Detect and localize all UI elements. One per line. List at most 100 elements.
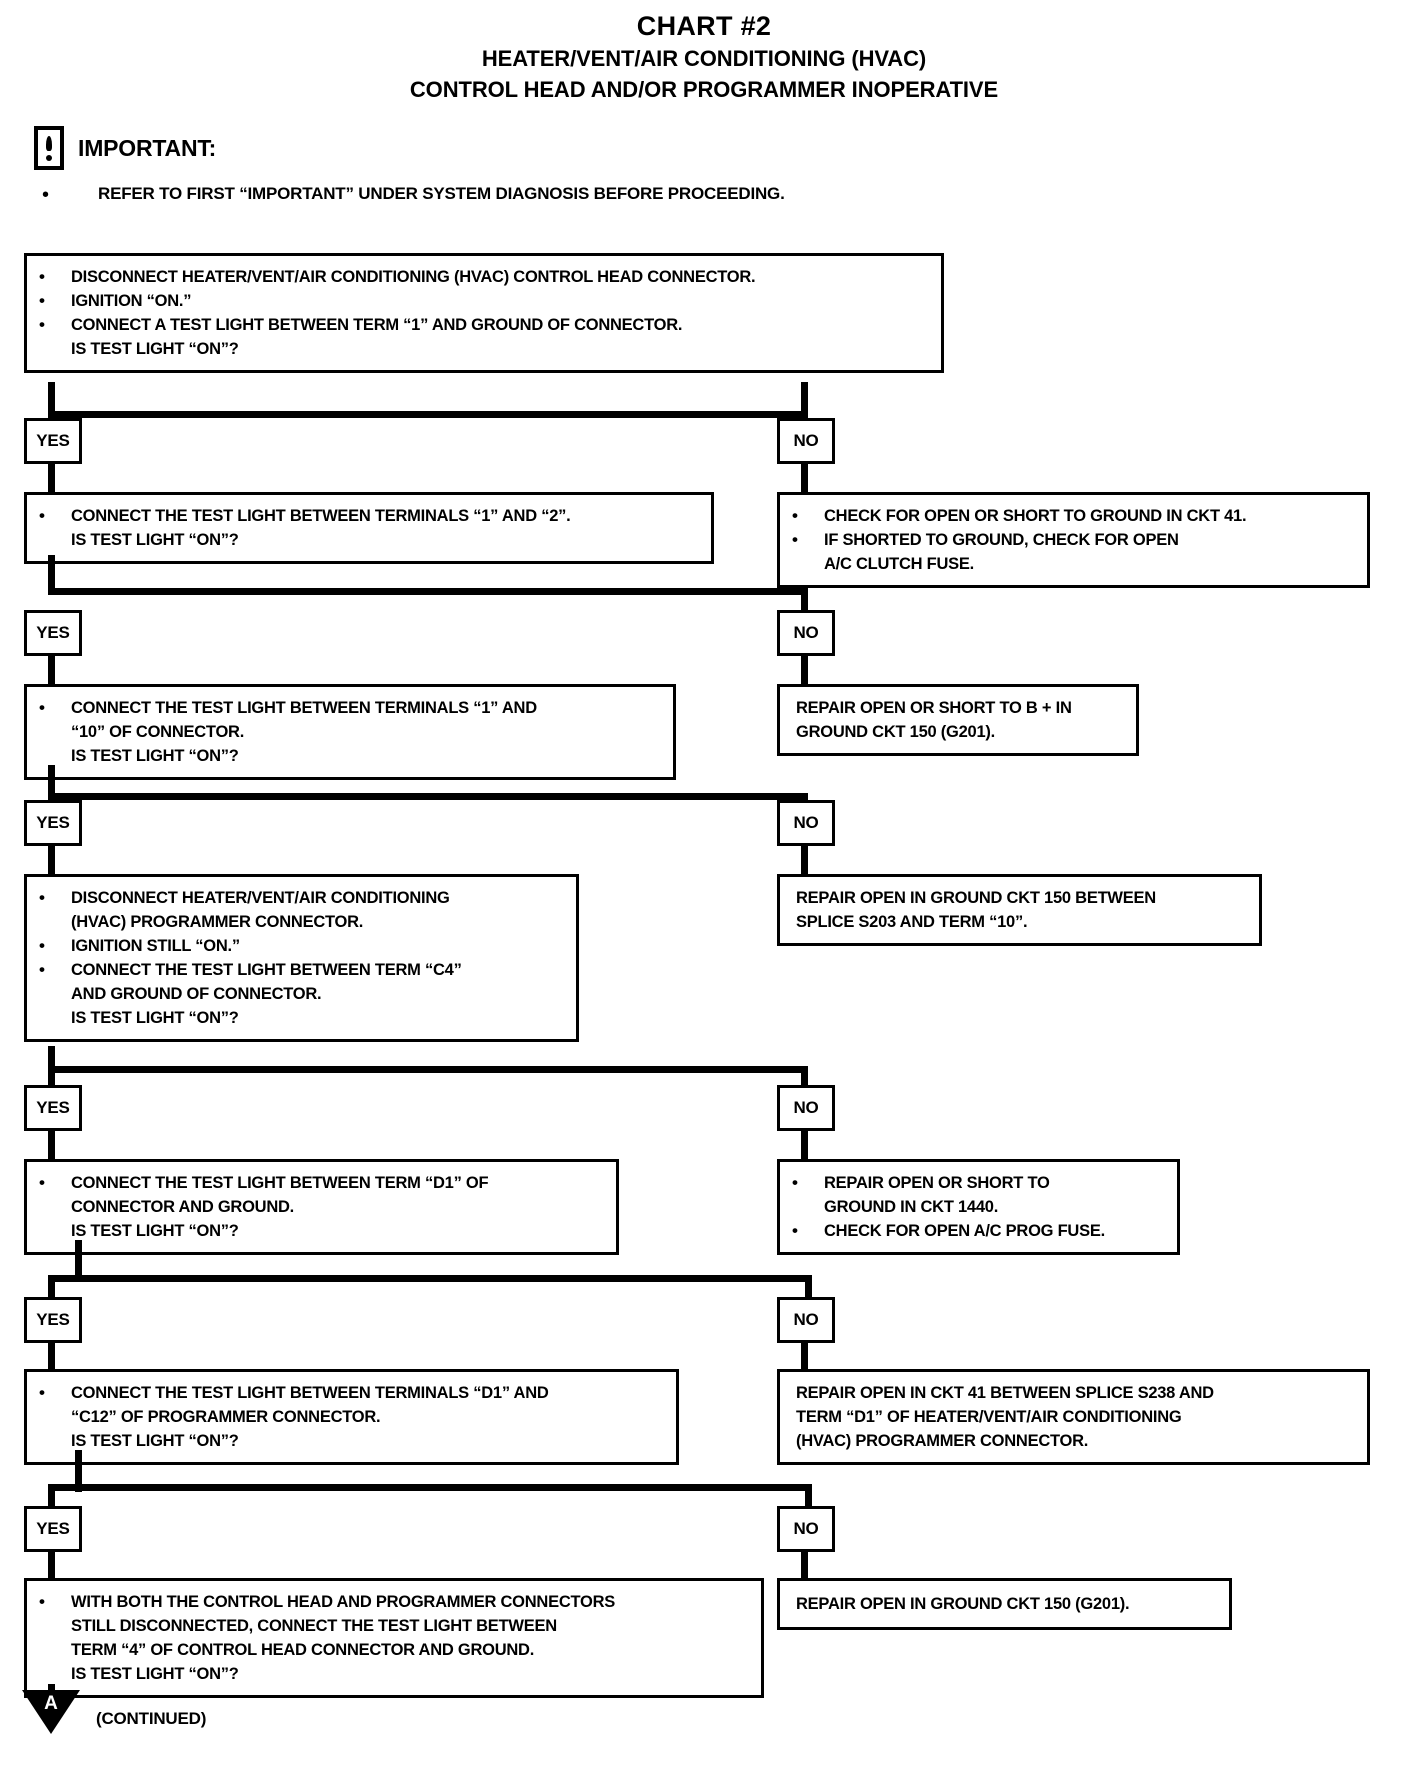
branch-label: YES xyxy=(36,1098,70,1117)
connector-across xyxy=(48,411,808,418)
bullet-spacer xyxy=(39,1429,71,1453)
bullet-spacer xyxy=(39,528,71,552)
connector-down xyxy=(48,654,55,686)
list-item: REPAIR OPEN IN GROUND CKT 150 BETWEEN xyxy=(792,886,1249,910)
step-text: IS TEST LIGHT “ON”? xyxy=(71,1665,239,1684)
bullet-spacer xyxy=(39,982,71,1006)
bullet-icon: • xyxy=(39,315,45,335)
branch-label: YES xyxy=(36,623,70,642)
result-3-list: REPAIR OPEN IN GROUND CKT 150 BETWEEN SP… xyxy=(792,886,1249,934)
connector-down xyxy=(801,1550,808,1580)
step-1-list: • DISCONNECT HEATER/VENT/AIR CONDITIONING… xyxy=(39,265,931,361)
list-item: IS TEST LIGHT “ON”? xyxy=(39,337,931,361)
list-item: IS TEST LIGHT “ON”? xyxy=(39,1429,666,1453)
result-text: CHECK FOR OPEN OR SHORT TO GROUND IN CKT… xyxy=(824,507,1247,525)
exclamation-dot xyxy=(46,154,52,161)
list-item: SPLICE S203 AND TERM “10”. xyxy=(792,910,1249,934)
step-text: “C12” OF PROGRAMMER CONNECTOR. xyxy=(71,1408,381,1427)
bullet-icon: • xyxy=(39,936,45,956)
bullet-spacer xyxy=(792,1195,824,1219)
connector-across xyxy=(48,1484,82,1491)
connector-across xyxy=(75,1484,812,1491)
result-5-list: REPAIR OPEN IN CKT 41 BETWEEN SPLICE S23… xyxy=(792,1381,1357,1453)
list-item: REPAIR OPEN OR SHORT TO B + IN xyxy=(792,696,1126,720)
list-item: TERM “D1” OF HEATER/VENT/AIR CONDITIONIN… xyxy=(792,1405,1357,1429)
branch-yes-3: YES xyxy=(24,800,82,846)
step-text: IS TEST LIGHT “ON”? xyxy=(71,747,239,766)
connector-down xyxy=(48,844,55,876)
chart-header: CHART #2 HEATER/VENT/AIR CONDITIONING (H… xyxy=(0,0,1408,104)
result-6-list: REPAIR OPEN IN GROUND CKT 150 (G201). xyxy=(792,1592,1219,1616)
connector-down xyxy=(801,844,808,876)
step-text: CONNECT A TEST LIGHT BETWEEN TERM “1” AN… xyxy=(71,316,683,335)
connector-down xyxy=(801,588,808,610)
bullet-icon: • xyxy=(39,960,45,980)
continue-triangle-icon: A xyxy=(22,1690,80,1734)
step-text: “10” OF CONNECTOR. xyxy=(71,723,245,742)
exclamation-stem xyxy=(46,135,52,151)
list-item: CONNECTOR AND GROUND. xyxy=(39,1195,606,1219)
bullet-spacer xyxy=(792,552,824,576)
bullet-spacer xyxy=(39,1662,71,1686)
step-text: (HVAC) PROGRAMMER CONNECTOR. xyxy=(71,913,364,932)
connector-down xyxy=(75,1240,82,1282)
list-item: •IGNITION “ON.” xyxy=(39,289,931,313)
continue-letter: A xyxy=(44,1693,58,1714)
result-text: (HVAC) PROGRAMMER CONNECTOR. xyxy=(796,1432,1089,1451)
list-item: IS TEST LIGHT “ON”? xyxy=(39,744,663,768)
list-item: •IF SHORTED TO GROUND, CHECK FOR OPEN xyxy=(792,528,1357,552)
branch-yes-5: YES xyxy=(24,1297,82,1343)
chart-number: CHART #2 xyxy=(636,11,772,41)
bullet-spacer xyxy=(39,1006,71,1030)
step-text: TERM “4” OF CONTROL HEAD CONNECTOR AND G… xyxy=(71,1641,535,1660)
branch-no-2: NO xyxy=(777,610,835,656)
branch-label: YES xyxy=(36,1519,70,1538)
list-item: (HVAC) PROGRAMMER CONNECTOR. xyxy=(792,1429,1357,1453)
step-5-list: •CONNECT THE TEST LIGHT BETWEEN TERM “D1… xyxy=(39,1171,606,1243)
bullet-spacer xyxy=(39,744,71,768)
bullet-icon: • xyxy=(792,1173,798,1192)
connector-across xyxy=(48,793,808,800)
branch-label: NO xyxy=(793,813,819,832)
bullet-icon: • xyxy=(39,291,45,311)
list-item: STILL DISCONNECTED, CONNECT THE TEST LIG… xyxy=(39,1614,751,1638)
connector-down xyxy=(801,462,808,498)
list-item: “C12” OF PROGRAMMER CONNECTOR. xyxy=(39,1405,666,1429)
step-text: IGNITION STILL “ON.” xyxy=(71,937,240,956)
list-item: •CONNECT THE TEST LIGHT BETWEEN TERMINAL… xyxy=(39,1381,666,1405)
step-text: STILL DISCONNECTED, CONNECT THE TEST LIG… xyxy=(71,1617,557,1636)
bullet-spacer xyxy=(39,910,71,934)
bullet-spacer xyxy=(39,720,71,744)
connector-across xyxy=(48,588,808,595)
list-item: • CONNECT A TEST LIGHT BETWEEN TERM “1” A… xyxy=(39,313,931,337)
result-text: REPAIR OPEN IN GROUND CKT 150 BETWEEN xyxy=(796,889,1156,907)
result-text: REPAIR OPEN OR SHORT TO xyxy=(824,1174,1050,1192)
connector-down xyxy=(48,1550,55,1580)
connector-down xyxy=(801,654,808,686)
step-4-box: •DISCONNECT HEATER/VENT/AIR CONDITIONING… xyxy=(24,874,579,1043)
connector-down xyxy=(801,382,808,418)
branch-no-6: NO xyxy=(777,1506,835,1552)
list-item: • IGNITION STILL “ON.” xyxy=(39,934,566,958)
branch-yes-6: YES xyxy=(24,1506,82,1552)
step-text: WITH BOTH THE CONTROL HEAD AND PROGRAMME… xyxy=(71,1593,616,1611)
result-1-list: • CHECK FOR OPEN OR SHORT TO GROUND IN CK… xyxy=(792,504,1357,576)
connector-across xyxy=(48,1275,82,1282)
step-1-box: • DISCONNECT HEATER/VENT/AIR CONDITIONING… xyxy=(24,253,944,374)
connector-down xyxy=(801,1066,808,1094)
result-text: GROUND CKT 150 (G201). xyxy=(796,723,995,742)
step-text: DISCONNECT HEATER/VENT/AIR CONDITIONING … xyxy=(71,268,756,286)
result-2-box: REPAIR OPEN OR SHORT TO B + IN GROUND CK… xyxy=(777,684,1139,757)
branch-no-1: NO xyxy=(777,418,835,464)
bullet-icon: • xyxy=(792,506,798,525)
step-2-box: •CONNECT THE TEST LIGHT BETWEEN TERMINAL… xyxy=(24,492,714,565)
list-item: • CHECK FOR OPEN OR SHORT TO GROUND IN CK… xyxy=(792,504,1357,528)
result-4-box: •REPAIR OPEN OR SHORT TO GROUND IN CKT 1… xyxy=(777,1159,1180,1256)
bullet-spacer xyxy=(39,1195,71,1219)
bullet-icon: • xyxy=(792,1221,798,1241)
result-3-box: REPAIR OPEN IN GROUND CKT 150 BETWEEN SP… xyxy=(777,874,1262,947)
list-item: REPAIR OPEN IN GROUND CKT 150 (G201). xyxy=(792,1592,1219,1616)
step-text: AND GROUND OF CONNECTOR. xyxy=(71,985,322,1004)
result-6-box: REPAIR OPEN IN GROUND CKT 150 (G201). xyxy=(777,1578,1232,1631)
branch-yes-1: YES xyxy=(24,418,82,464)
